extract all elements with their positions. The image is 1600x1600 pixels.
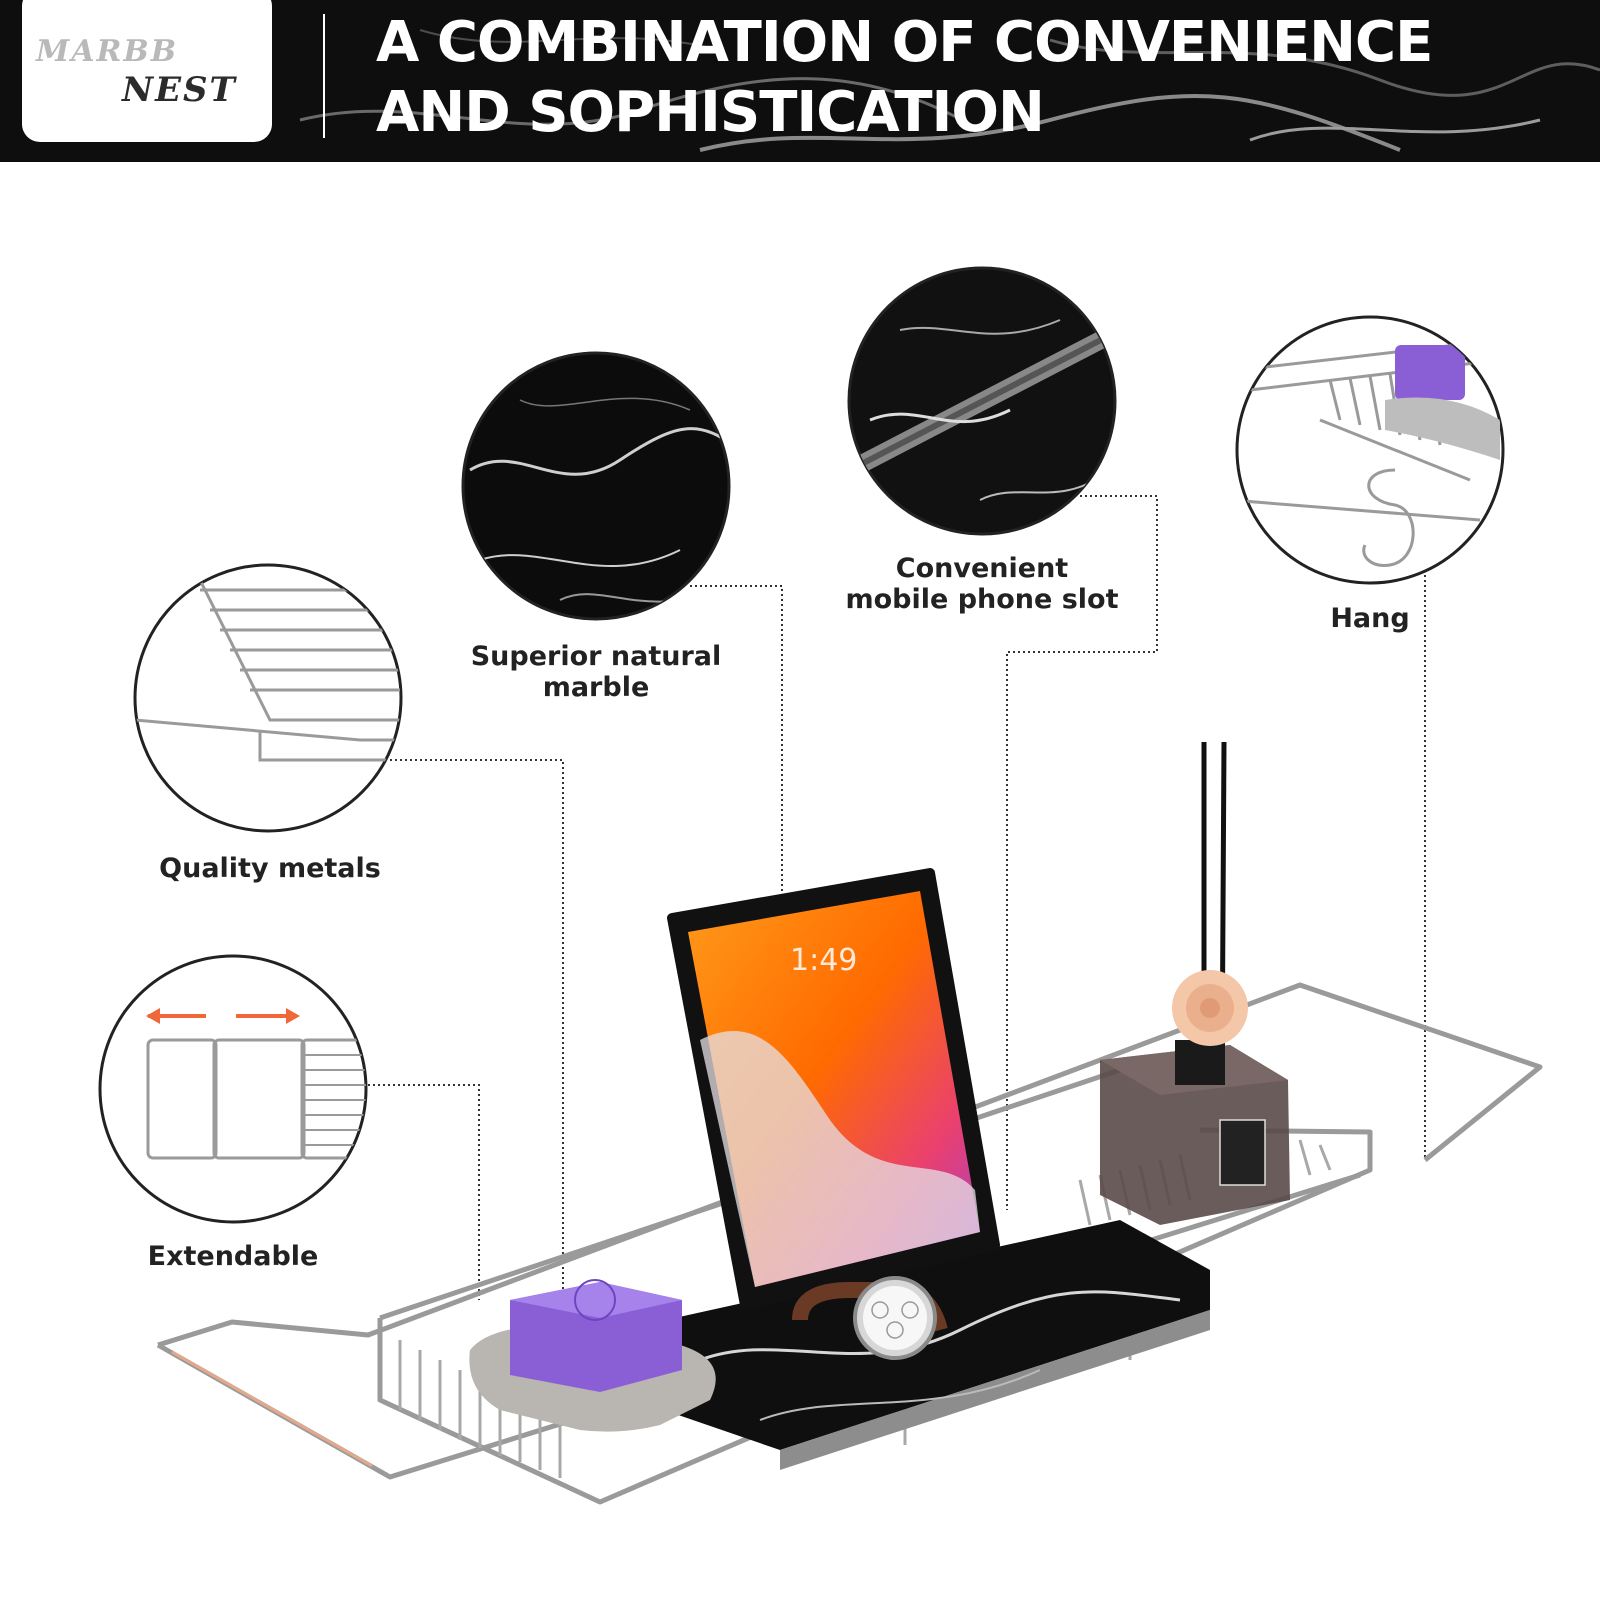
wrist-watch — [792, 1276, 948, 1360]
label-superior-marble: Superior natural marble — [470, 641, 722, 703]
marble-texture — [299, 29, 1600, 152]
extendable-detail-circle — [98, 954, 368, 1224]
brand-logo: MARBB NEST — [22, 0, 272, 142]
header-banner: MARBB NEST A COMBINATION OF CONVENIENCE … — [0, 0, 1600, 162]
headline-line1: A COMBINATION OF CONVENIENCE — [376, 10, 1433, 75]
label-hang: Hang — [1330, 603, 1410, 634]
soap-bar — [510, 1279, 682, 1392]
bath-caddy: 1:49 — [156, 741, 1543, 1505]
headline-line2: AND SOPHISTICATION — [376, 80, 1045, 145]
brand-logo-line2: NEST — [122, 70, 237, 110]
tablet-clock: 1:49 — [790, 943, 857, 978]
leader-lines — [368, 495, 1426, 1420]
arrow-right-icon — [236, 1008, 300, 1024]
marble-detail-circle — [461, 351, 731, 621]
header-divider — [323, 14, 325, 138]
tablet-device: 1:49 — [667, 868, 1000, 1310]
arrow-left-icon — [146, 1008, 206, 1024]
metals-detail-circle — [133, 563, 403, 833]
reed-diffuser — [1100, 741, 1290, 1225]
label-phone-slot: Convenient mobile phone slot — [845, 553, 1119, 615]
product-scene: 1:49 — [98, 266, 1543, 1505]
brand-logo-line1: MARBB — [36, 34, 179, 69]
label-extendable: Extendable — [147, 1241, 319, 1272]
hang-detail-circle — [1235, 315, 1505, 585]
label-quality-metals: Quality metals — [159, 853, 381, 884]
headline: A COMBINATION OF CONVENIENCE AND SOPHIST… — [376, 8, 1586, 148]
phone-slot-detail-circle — [847, 266, 1117, 536]
